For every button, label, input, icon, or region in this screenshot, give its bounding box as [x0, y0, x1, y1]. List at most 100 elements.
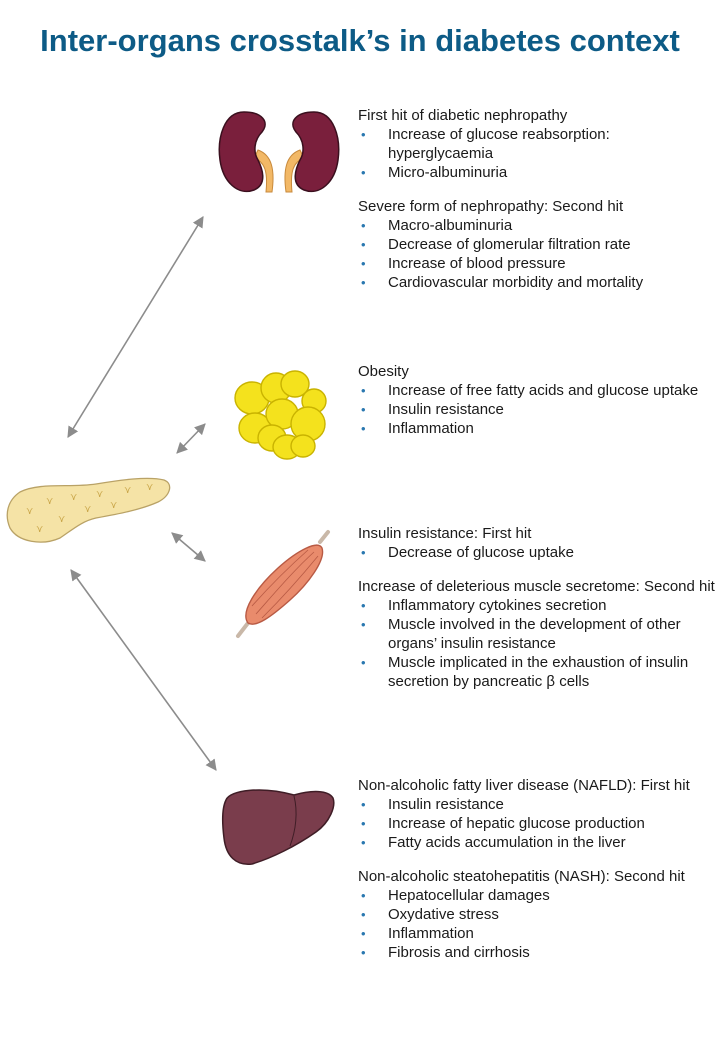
bullet-dot: •	[361, 907, 366, 922]
bullet-item: • Macro-albuminuria	[358, 216, 718, 235]
bullet-dot: •	[361, 945, 366, 960]
section: Non-alcoholic fatty liver disease (NAFLD…	[358, 776, 718, 852]
bullet-text: Insulin resistance	[388, 796, 504, 813]
liver-text-block: Non-alcoholic fatty liver disease (NAFLD…	[358, 776, 718, 962]
arrow-pancreas-adipose	[176, 423, 206, 454]
section-heading: Obesity	[358, 363, 409, 380]
bullet-text: Micro-albuminuria	[388, 164, 508, 181]
bullet-item: • Inflammation	[358, 419, 718, 438]
kidney-text-block: First hit of diabetic nephropathy•Increa…	[358, 106, 718, 292]
bullet-item: •Increase of glucose reabsorption: hyper…	[358, 125, 718, 163]
bullet-text: Inflammation	[388, 925, 474, 942]
section-heading: Increase of deleterious muscle secretome…	[358, 578, 715, 595]
bullet-list: • Inflammatory cytokines secretion • Muscle…	[358, 596, 718, 691]
bullet-item: • Muscle implicated in the exhaustion of …	[358, 653, 718, 691]
bullet-item: • Cardiovascular morbidity and mortality	[358, 273, 718, 292]
section-heading: Insulin resistance: First hit	[358, 525, 532, 542]
bullet-item: • Fatty acids accumulation in the liver	[358, 833, 718, 852]
svg-text:⋎: ⋎	[84, 504, 91, 515]
bullet-text: Decrease of glucose uptake	[388, 544, 574, 561]
svg-text:⋎: ⋎	[26, 506, 33, 517]
bullet-list: • Hepatocellular damages • Oxydative stress…	[358, 886, 718, 962]
bullet-text: Increase of hepatic glucose production	[388, 815, 645, 832]
section: First hit of diabetic nephropathy • Increa…	[358, 106, 718, 182]
bullet-dot: •	[361, 218, 366, 233]
section: Non-alcoholic steatohepatitis (NASH): Se…	[358, 867, 718, 962]
bullet-text: Muscle implicated in the exhaustion of i…	[388, 654, 689, 690]
svg-text:⋎: ⋎	[96, 489, 103, 500]
diagram-title: Inter-organs crosstalk’s in diabetes con…	[40, 23, 680, 58]
svg-text:⋎: ⋎	[110, 500, 117, 511]
section-heading: Severe form of nephropathy: Second hit	[358, 198, 624, 215]
bullet-dot: •	[361, 655, 366, 670]
bullet-dot: •	[361, 598, 366, 613]
bullet-dot: •	[361, 926, 366, 941]
section-heading: Non-alcoholic steatohepatitis (NASH): Se…	[358, 868, 685, 885]
bullet-text: Inflammation	[388, 420, 474, 437]
bullet-item: •Increase of blood pressure	[358, 254, 718, 273]
bullet-item: • Decrease of glomerular filtration rate	[358, 235, 718, 254]
bullet-text: Macro-albuminuria	[388, 217, 513, 234]
bullet-list: • Insulin resistance • Increase of hepatic …	[358, 795, 718, 852]
bullet-dot: •	[361, 383, 366, 398]
bullet-text: Increase of free fatty acids and glucose…	[388, 382, 699, 399]
svg-text:⋎: ⋎	[124, 485, 131, 496]
bullet-list: • Increase of glucose reabsorption: hyper…	[358, 125, 718, 182]
bullet-text: Muscle involved in the development of ot…	[388, 616, 681, 652]
bullet-text: Oxydative stress	[388, 906, 499, 923]
bullet-dot: •	[361, 165, 366, 180]
bullet-text: Increase of glucose reabsorption: hyperg…	[388, 126, 610, 162]
bullet-dot: •	[361, 888, 366, 903]
bullet-text: Fatty acids accumulation in the liver	[388, 834, 626, 851]
bullet-dot: •	[361, 835, 366, 850]
svg-text:⋎: ⋎	[146, 482, 153, 493]
bullet-text: Insulin resistance	[388, 401, 504, 418]
bullet-dot: •	[361, 402, 366, 417]
crosstalk-arrows	[67, 216, 217, 771]
bullet-text: Cardiovascular morbidity and mortality	[388, 274, 644, 291]
bullet-text: Inflammatory cytokines secretion	[388, 597, 607, 614]
section: Obesity • Increase of free fatty acids and…	[358, 362, 718, 438]
bullet-item: • Increase of free fatty acids and glucos…	[358, 381, 718, 400]
bullet-item: • Oxydative stress	[358, 905, 718, 924]
bullet-item: • Micro-albuminuria	[358, 163, 718, 182]
bullet-dot: •	[361, 421, 366, 436]
bullet-item: • Insulin resistance	[358, 400, 718, 419]
section: Severe form of nephropathy: Second hit • M…	[358, 197, 718, 292]
bullet-item: • Muscle involved in the development of o…	[358, 615, 718, 653]
svg-text:⋎: ⋎	[36, 524, 43, 535]
section-heading: Non-alcoholic fatty liver disease (NAFLD…	[358, 777, 690, 794]
bullet-item: • Decrease of glucose uptake	[358, 543, 718, 562]
kidney-icon	[218, 111, 340, 193]
bullet-text: Hepatocellular damages	[388, 887, 550, 904]
bullet-item: • Insulin resistance	[358, 795, 718, 814]
svg-text:⋎: ⋎	[58, 514, 65, 525]
muscle-text-block: Insulin resistance: First hit • Decrease o…	[358, 524, 718, 691]
section-heading: First hit of diabetic nephropathy	[358, 107, 568, 124]
bullet-dot: •	[361, 545, 366, 560]
liver-icon	[221, 789, 335, 865]
arrow-pancreas-kidney	[67, 216, 204, 438]
bullet-dot: •	[361, 816, 366, 831]
svg-text:⋎: ⋎	[46, 496, 53, 507]
bullet-item: • Inflammatory cytokines secretion	[358, 596, 718, 615]
section: Increase of deleterious muscle secretome…	[358, 577, 718, 691]
svg-text:⋎: ⋎	[70, 492, 77, 503]
bullet-dot: •	[361, 617, 366, 632]
bullet-text: Fibrosis and cirrhosis	[388, 944, 530, 961]
bullet-item: • Increase of hepatic glucose production	[358, 814, 718, 833]
bullet-item: • Inflammation	[358, 924, 718, 943]
adipose-text-block: Obesity • Increase of free fatty acids and…	[358, 362, 718, 438]
bullet-dot: •	[361, 275, 366, 290]
arrow-pancreas-muscle	[171, 532, 206, 562]
bullet-list: • Macro-albuminuria • Decrease of glomerula…	[358, 216, 718, 292]
bullet-dot: •	[361, 256, 366, 271]
arrow-pancreas-liver	[70, 569, 217, 771]
bullet-item: • Fibrosis and cirrhosis	[358, 943, 718, 962]
bullet-text: Decrease of glomerular filtration rate	[388, 236, 631, 253]
bullet-dot: •	[361, 797, 366, 812]
section: Insulin resistance: First hit • Decrease o…	[358, 524, 718, 562]
bullet-dot: •	[361, 237, 366, 252]
pancreas-icon: ⋎⋎⋎ ⋎⋎⋎ ⋎⋎⋎ ⋎	[6, 477, 171, 543]
